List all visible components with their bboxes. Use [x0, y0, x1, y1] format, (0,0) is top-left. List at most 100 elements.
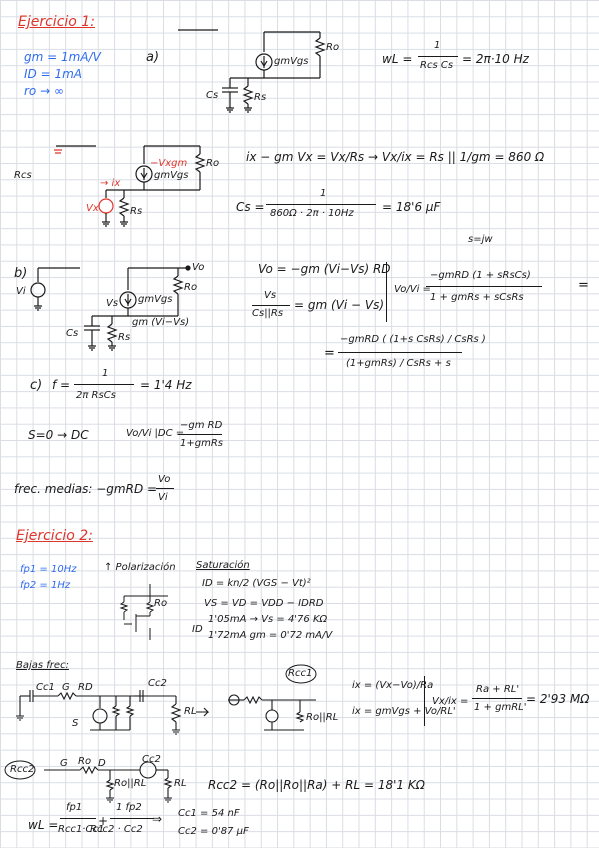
given-id: ID = 1mA: [24, 67, 82, 81]
tf2-bar: [338, 352, 462, 353]
eq-b2-den: Cs||Rs: [252, 308, 284, 319]
cs-num: 1: [320, 188, 327, 199]
rcs-label: Rcs: [14, 170, 32, 181]
tf-bar: [426, 286, 542, 287]
id-solution-1: 1'05mA → Vs = 4'76 KΩ: [208, 614, 328, 625]
rs-label-b: Rs: [118, 332, 131, 343]
tf2-equals: =: [324, 346, 335, 361]
ix-equation-1: ix = (Vx−Vo)/Ra: [352, 680, 434, 691]
wl-rhs: = 2π·10 Hz: [462, 52, 529, 66]
wl-den: Rcs Cs: [420, 60, 454, 71]
cc1-result: Cc1 = 54 nF: [178, 808, 240, 819]
eq-b2-num: Vs: [264, 290, 277, 301]
wl-num: 1: [434, 40, 441, 51]
wl-fraction-bar: [418, 56, 458, 57]
f-den: 2π RsCs: [76, 390, 116, 401]
fp1-value: fp1 = 10Hz: [20, 564, 77, 575]
final-arrow: ⇒: [152, 812, 163, 826]
fp2-value: fp2 = 1Hz: [20, 580, 71, 591]
final-t1-bar: [60, 818, 96, 819]
ix-arrow-label: → ix: [100, 178, 121, 189]
final-plus: +: [98, 814, 109, 828]
wl-lhs: wL =: [382, 52, 413, 66]
ro-label-rcs: Ro: [206, 158, 220, 169]
vx-ix-bar: [472, 698, 522, 699]
rd-label: RD: [78, 682, 93, 693]
cs-lhs: Cs =: [236, 200, 265, 214]
final-t2-bar: [110, 818, 154, 819]
rcc2-cc-label: Cc2: [142, 754, 161, 765]
ix-equation-2: ix = gmVgs + Vo/RL': [352, 706, 456, 717]
eq-b2-bar: [252, 305, 290, 306]
mid-text: frec. medias: −gmRD =: [14, 482, 158, 496]
mid-bar: [156, 488, 174, 489]
tf-lhs: Vo/Vi =: [394, 284, 431, 295]
mid-den: Vi: [158, 492, 168, 503]
ro-label-a: Ro: [326, 42, 340, 53]
gmvgs-label-b: gmVgs: [138, 294, 173, 305]
final-t1-den: Rcc1·Cc1: [58, 824, 105, 835]
rcc2-d-label: D: [98, 758, 106, 769]
dc-den: 1+gmRs: [180, 438, 223, 449]
part-c-label: c): [30, 378, 43, 393]
exercise-1-title: Ejercicio 1:: [18, 14, 95, 30]
dc-num: −gm RD: [180, 420, 223, 431]
vi-label: Vi: [16, 286, 26, 297]
vx-ix-lhs: Vx/ix =: [432, 696, 469, 707]
ix-system-brace: [424, 676, 425, 726]
f-lhs: f =: [52, 378, 71, 392]
tf-equals: =: [578, 278, 589, 293]
vx-ix-result: = 2'93 MΩ: [526, 692, 590, 706]
cs-label-b: Cs: [66, 328, 79, 339]
s-label: S: [72, 718, 79, 729]
cc1-small-label: Cc1: [36, 682, 55, 693]
cs-rhs: = 18'6 μF: [382, 200, 441, 214]
part-b-label: b): [14, 266, 28, 281]
rcc2-g-label: G: [60, 758, 68, 769]
saturacion-label: Saturación: [196, 560, 250, 571]
dc-bar: [178, 434, 222, 435]
eq-ix: ix − gm Vx = Vx/Rs → Vx/ix = Rs || 1/gm …: [246, 150, 545, 164]
vo-label: Vo: [192, 262, 205, 273]
rcc2-circle-label: Rcc2: [10, 764, 35, 775]
final-t2-den: Rcc2 · Cc2: [90, 824, 143, 835]
eq-b2-rhs: = gm (Vi − Vs): [294, 298, 385, 312]
part-a-label: a): [146, 50, 160, 65]
s-jw-note: s=jw: [468, 234, 493, 245]
gm-vi-vs-label: gm (Vi−Vs): [132, 317, 190, 328]
cs-label-a: Cs: [206, 90, 219, 101]
rcc2-rgrl-label: Ro||RL: [114, 778, 147, 789]
rs-label-a: Rs: [254, 92, 267, 103]
vx-ix-den: 1 + gmRL': [474, 702, 527, 713]
id-equation: ID = kn/2 (VGS − Vt)²: [202, 578, 311, 589]
gmvgs-label-rcs: gmVgs: [154, 170, 189, 181]
rcc2-rl-label: RL: [174, 778, 187, 789]
f-bar: [74, 384, 134, 385]
tf2-den: (1+gmRs) / CsRs + s: [346, 358, 451, 369]
gmvgs-label-a: gmVgs: [274, 56, 309, 67]
final-wl-lhs: wL =: [28, 818, 59, 832]
dc-eq: Vo/Vi |DC =: [126, 428, 185, 439]
vx-label: Vx: [86, 203, 99, 214]
g-label: G: [62, 682, 70, 693]
id-solution-2: 1'72mA gm = 0'72 mA/V: [208, 630, 333, 641]
cs-fraction-bar: [266, 204, 376, 205]
tf-den: 1 + gmRs + sCsRs: [430, 292, 524, 303]
exercise-2-title: Ejercicio 2:: [16, 528, 93, 544]
tf2-num: −gmRD ( (1+s CsRs) / CsRs ): [340, 334, 486, 345]
given-ro: ro → ∞: [24, 84, 64, 98]
rcc1-label: Rcc1: [288, 668, 313, 679]
system-brace: [386, 262, 387, 322]
rgrl-label: Ro||RL: [306, 712, 339, 723]
neg-vxgm-label: −Vxgm: [150, 158, 188, 169]
cc2-result: Cc2 = 0'87 μF: [178, 826, 249, 837]
final-t1-num: fp1: [66, 802, 83, 813]
mid-num: Vo: [158, 474, 171, 485]
vs-label: Vs: [106, 298, 119, 309]
id-brace-label: ID: [192, 624, 203, 635]
